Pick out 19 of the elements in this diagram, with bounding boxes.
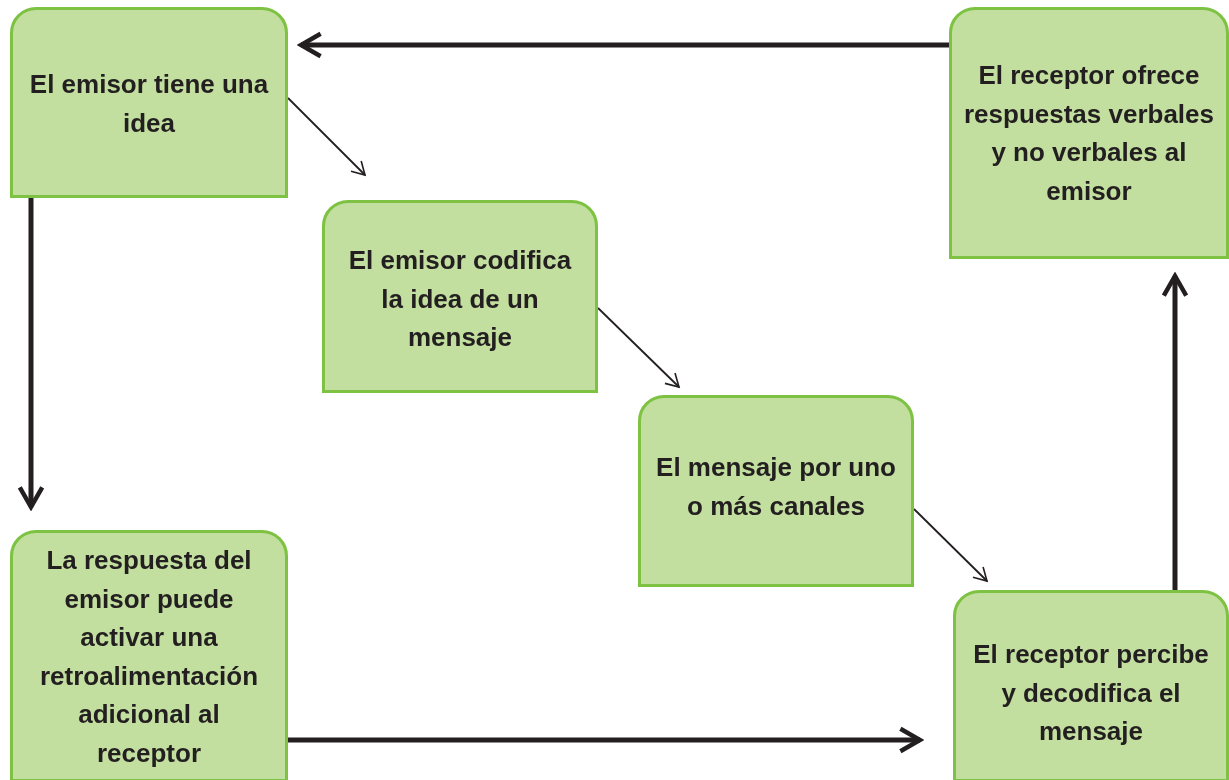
box-text: El receptor percibe y decodifica el mensaje: [972, 638, 1210, 748]
arrow: [298, 31, 949, 59]
arrow: [288, 726, 923, 754]
arrow: [287, 97, 366, 176]
process-box: [949, 7, 1229, 259]
process-box: [953, 590, 1229, 780]
arrow: [597, 307, 680, 388]
process-box: [322, 200, 598, 393]
process-box: [638, 395, 914, 587]
box-text: El mensaje por uno o más canales: [655, 451, 897, 523]
box-text: La respuesta del emisor puede activar una retroalimentación adicional al receptor: [38, 544, 260, 770]
box-text: El emisor codifica la idea de un mensaje: [347, 244, 573, 354]
process-box: [10, 530, 288, 780]
arrow: [17, 198, 45, 510]
process-box: [10, 7, 288, 198]
box-text: El emisor tiene una idea: [28, 68, 270, 140]
arrow: [913, 508, 988, 582]
box-text: El receptor ofrece respuestas verbales y no verbales al emisor: [962, 59, 1215, 208]
arrow: [1161, 273, 1189, 590]
